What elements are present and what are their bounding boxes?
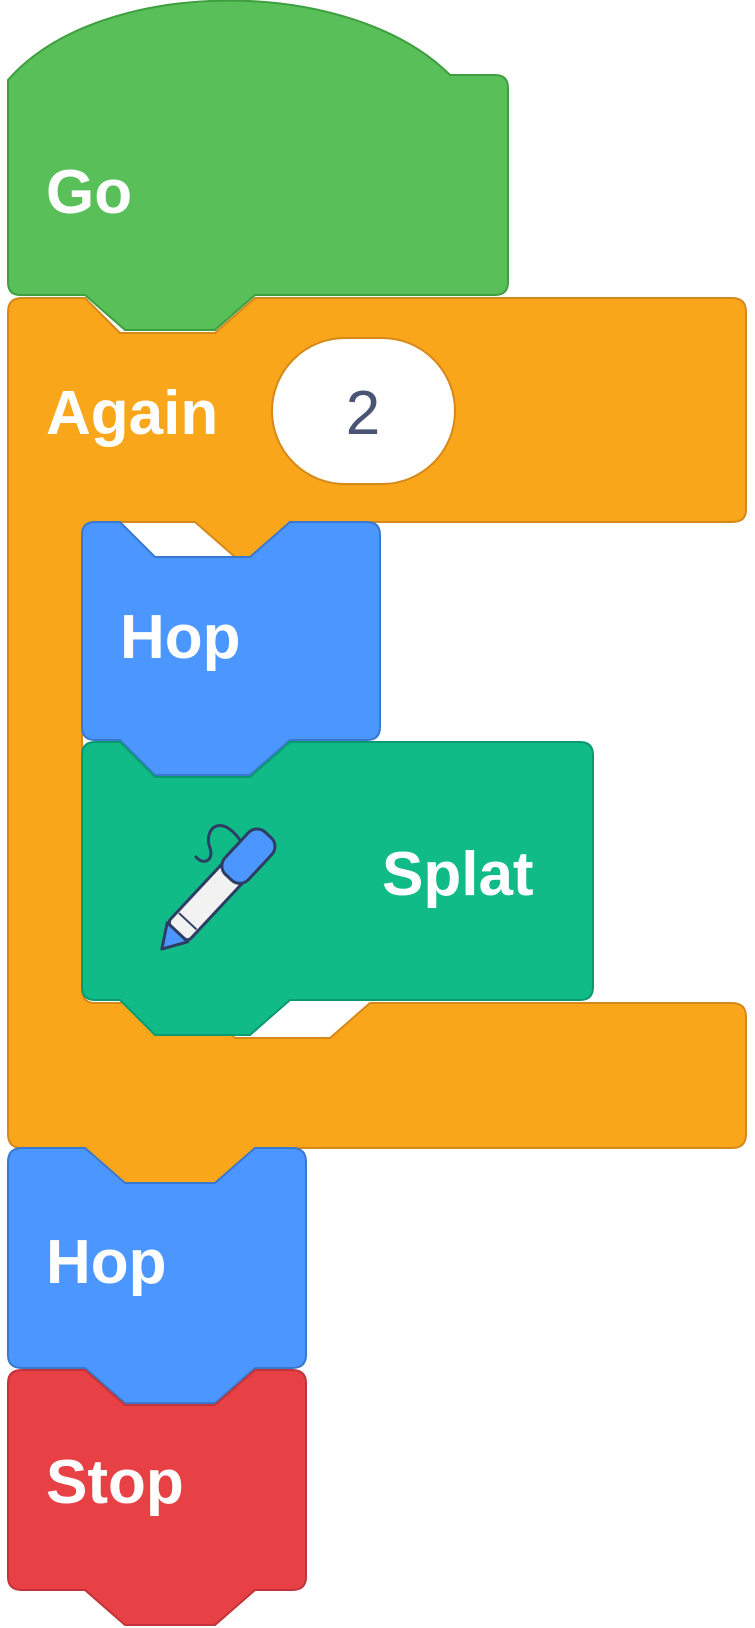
- inner-hop-label: Hop: [120, 603, 241, 672]
- repeat-count-value[interactable]: 2: [346, 379, 380, 448]
- again-block[interactable]: Again 2: [7, 297, 747, 1184]
- pen-icon: [160, 824, 277, 951]
- hop-label: Hop: [46, 1228, 167, 1297]
- repeat-count-field[interactable]: 2: [271, 337, 456, 485]
- stop-block[interactable]: Stop: [7, 1369, 307, 1626]
- hop-block[interactable]: Hop: [7, 1147, 307, 1404]
- inner-hop-block[interactable]: Hop: [81, 521, 381, 776]
- stop-label: Stop: [46, 1448, 184, 1517]
- go-block[interactable]: Go: [7, 0, 509, 331]
- again-label: Again: [46, 379, 218, 448]
- splat-label: Splat: [382, 840, 534, 909]
- splat-block[interactable]: Splat: [81, 741, 594, 1036]
- go-label: Go: [46, 158, 132, 227]
